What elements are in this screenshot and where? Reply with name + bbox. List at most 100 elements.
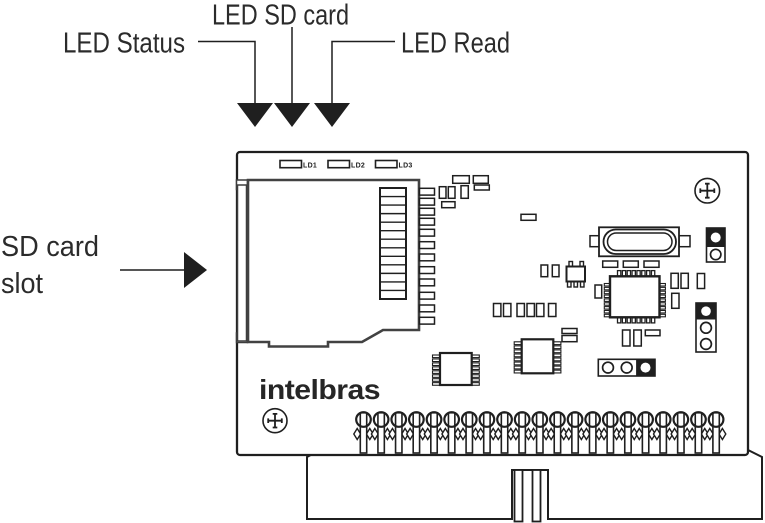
pin-ring: [619, 411, 637, 428]
pin-ring: [390, 411, 408, 428]
sot23-body: [565, 265, 586, 283]
led-read-arrowhead: [314, 103, 350, 127]
callout-sd-slot-line2: slot: [1, 268, 43, 300]
jumper-pin-hole: [699, 321, 713, 335]
pin-solder-bulge: [529, 427, 538, 441]
callout-led-read: LED Read: [401, 28, 510, 60]
status-leds: [279, 159, 398, 169]
passive-component: [633, 329, 643, 347]
qfp-pins: [603, 269, 666, 324]
passive-component: [516, 302, 526, 318]
pin-solder-bulge: [670, 427, 679, 441]
pin-ring: [566, 411, 584, 428]
qfp-body: [608, 275, 661, 319]
soic-chip-2: [513, 338, 562, 375]
pin-stem: [694, 411, 703, 454]
soic2-body: [520, 338, 555, 375]
pin-ring: [513, 411, 531, 428]
passive-component: [502, 302, 512, 318]
pin-stem: [447, 411, 456, 454]
jumper-pin-hole: [699, 337, 713, 351]
pin-solder-bulge: [352, 427, 362, 441]
screw-bottom-left: [262, 407, 288, 434]
pin-stem: [676, 411, 685, 454]
pin-ring: [672, 411, 690, 428]
passive-component: [451, 174, 471, 185]
pin-ring: [549, 411, 566, 428]
passive-component: [561, 327, 578, 335]
passive-component: [644, 329, 661, 337]
jumper-pin-hole: [709, 248, 722, 261]
led-sd-card-arrowhead: [274, 103, 310, 127]
jumper-pin-hole: [701, 306, 711, 317]
screw-head: [262, 407, 288, 434]
slot-side-pad: [418, 187, 436, 196]
pin-stem: [659, 411, 668, 454]
pin-stem: [553, 411, 562, 454]
pin-solder-bulge: [582, 427, 591, 441]
pin-solder-bulge: [441, 427, 450, 441]
pin-solder-bulge: [405, 427, 415, 441]
jumper-header-2pin: [705, 227, 726, 263]
slot-side-pad: [418, 265, 436, 275]
slot-card-edge: [236, 184, 248, 342]
passive-component: [440, 200, 456, 209]
slot-side-pad: [418, 291, 436, 300]
phillips-cross-icon: [267, 413, 283, 429]
pin-stem: [518, 411, 527, 454]
pin-solder-bulge: [423, 427, 432, 441]
pin-ring: [690, 411, 707, 428]
passive-component: [472, 174, 490, 185]
sd-slot-arrowhead: [184, 252, 207, 288]
soic-chip-1: [431, 351, 480, 387]
pin-stem: [482, 411, 491, 454]
led-ld2: [327, 159, 351, 169]
connector-pin-row: [352, 411, 727, 454]
connector-key-bar: [513, 469, 524, 523]
slot-side-pad: [418, 240, 436, 250]
pin-stem: [412, 411, 421, 454]
pin-solder-bulge: [494, 427, 503, 441]
pin-ring: [425, 411, 443, 428]
jumper-pin-hole: [620, 361, 633, 374]
sd-card-slot: [235, 178, 421, 348]
pin-solder-bulge: [564, 427, 573, 441]
crystal-oscillator: [589, 226, 691, 258]
passive-component: [621, 329, 631, 347]
slot-side-pad: [418, 197, 436, 206]
crystal-can-inner: [606, 232, 673, 252]
led-ld3: [374, 159, 398, 169]
pin-stem: [359, 411, 368, 454]
pin-solder-bulge: [635, 427, 644, 441]
passive-component: [473, 184, 491, 191]
passive-component: [670, 292, 680, 310]
pin-stem: [394, 411, 403, 454]
jumper-pin-hole: [640, 362, 651, 373]
jumper-pin-hole: [601, 361, 615, 374]
led-ld1-label: LD1: [303, 163, 317, 170]
pin-ring: [355, 411, 372, 428]
pin-stem: [571, 411, 580, 454]
passive-component: [520, 213, 537, 222]
pin-stem: [588, 411, 597, 454]
pin-solder-bulge: [718, 427, 727, 441]
pin-solder-bulge: [546, 427, 556, 441]
pin-solder-bulge: [617, 427, 626, 441]
pin-stem: [623, 411, 632, 454]
slot-side-pad: [418, 228, 436, 237]
passive-component: [492, 302, 502, 318]
slot-side-pad: [418, 207, 436, 216]
pin-stem: [712, 411, 721, 454]
connector-key-bar: [531, 469, 542, 523]
pin-ring: [443, 411, 461, 428]
slot-side-pad: [418, 253, 436, 262]
passive-component: [601, 260, 619, 269]
passive-component: [551, 264, 560, 278]
brand-logo: intelbras: [259, 374, 380, 405]
slot-contact-lines: [381, 195, 405, 292]
pin-ring: [407, 411, 425, 428]
passive-component: [460, 184, 470, 200]
pin-ring: [372, 411, 390, 428]
